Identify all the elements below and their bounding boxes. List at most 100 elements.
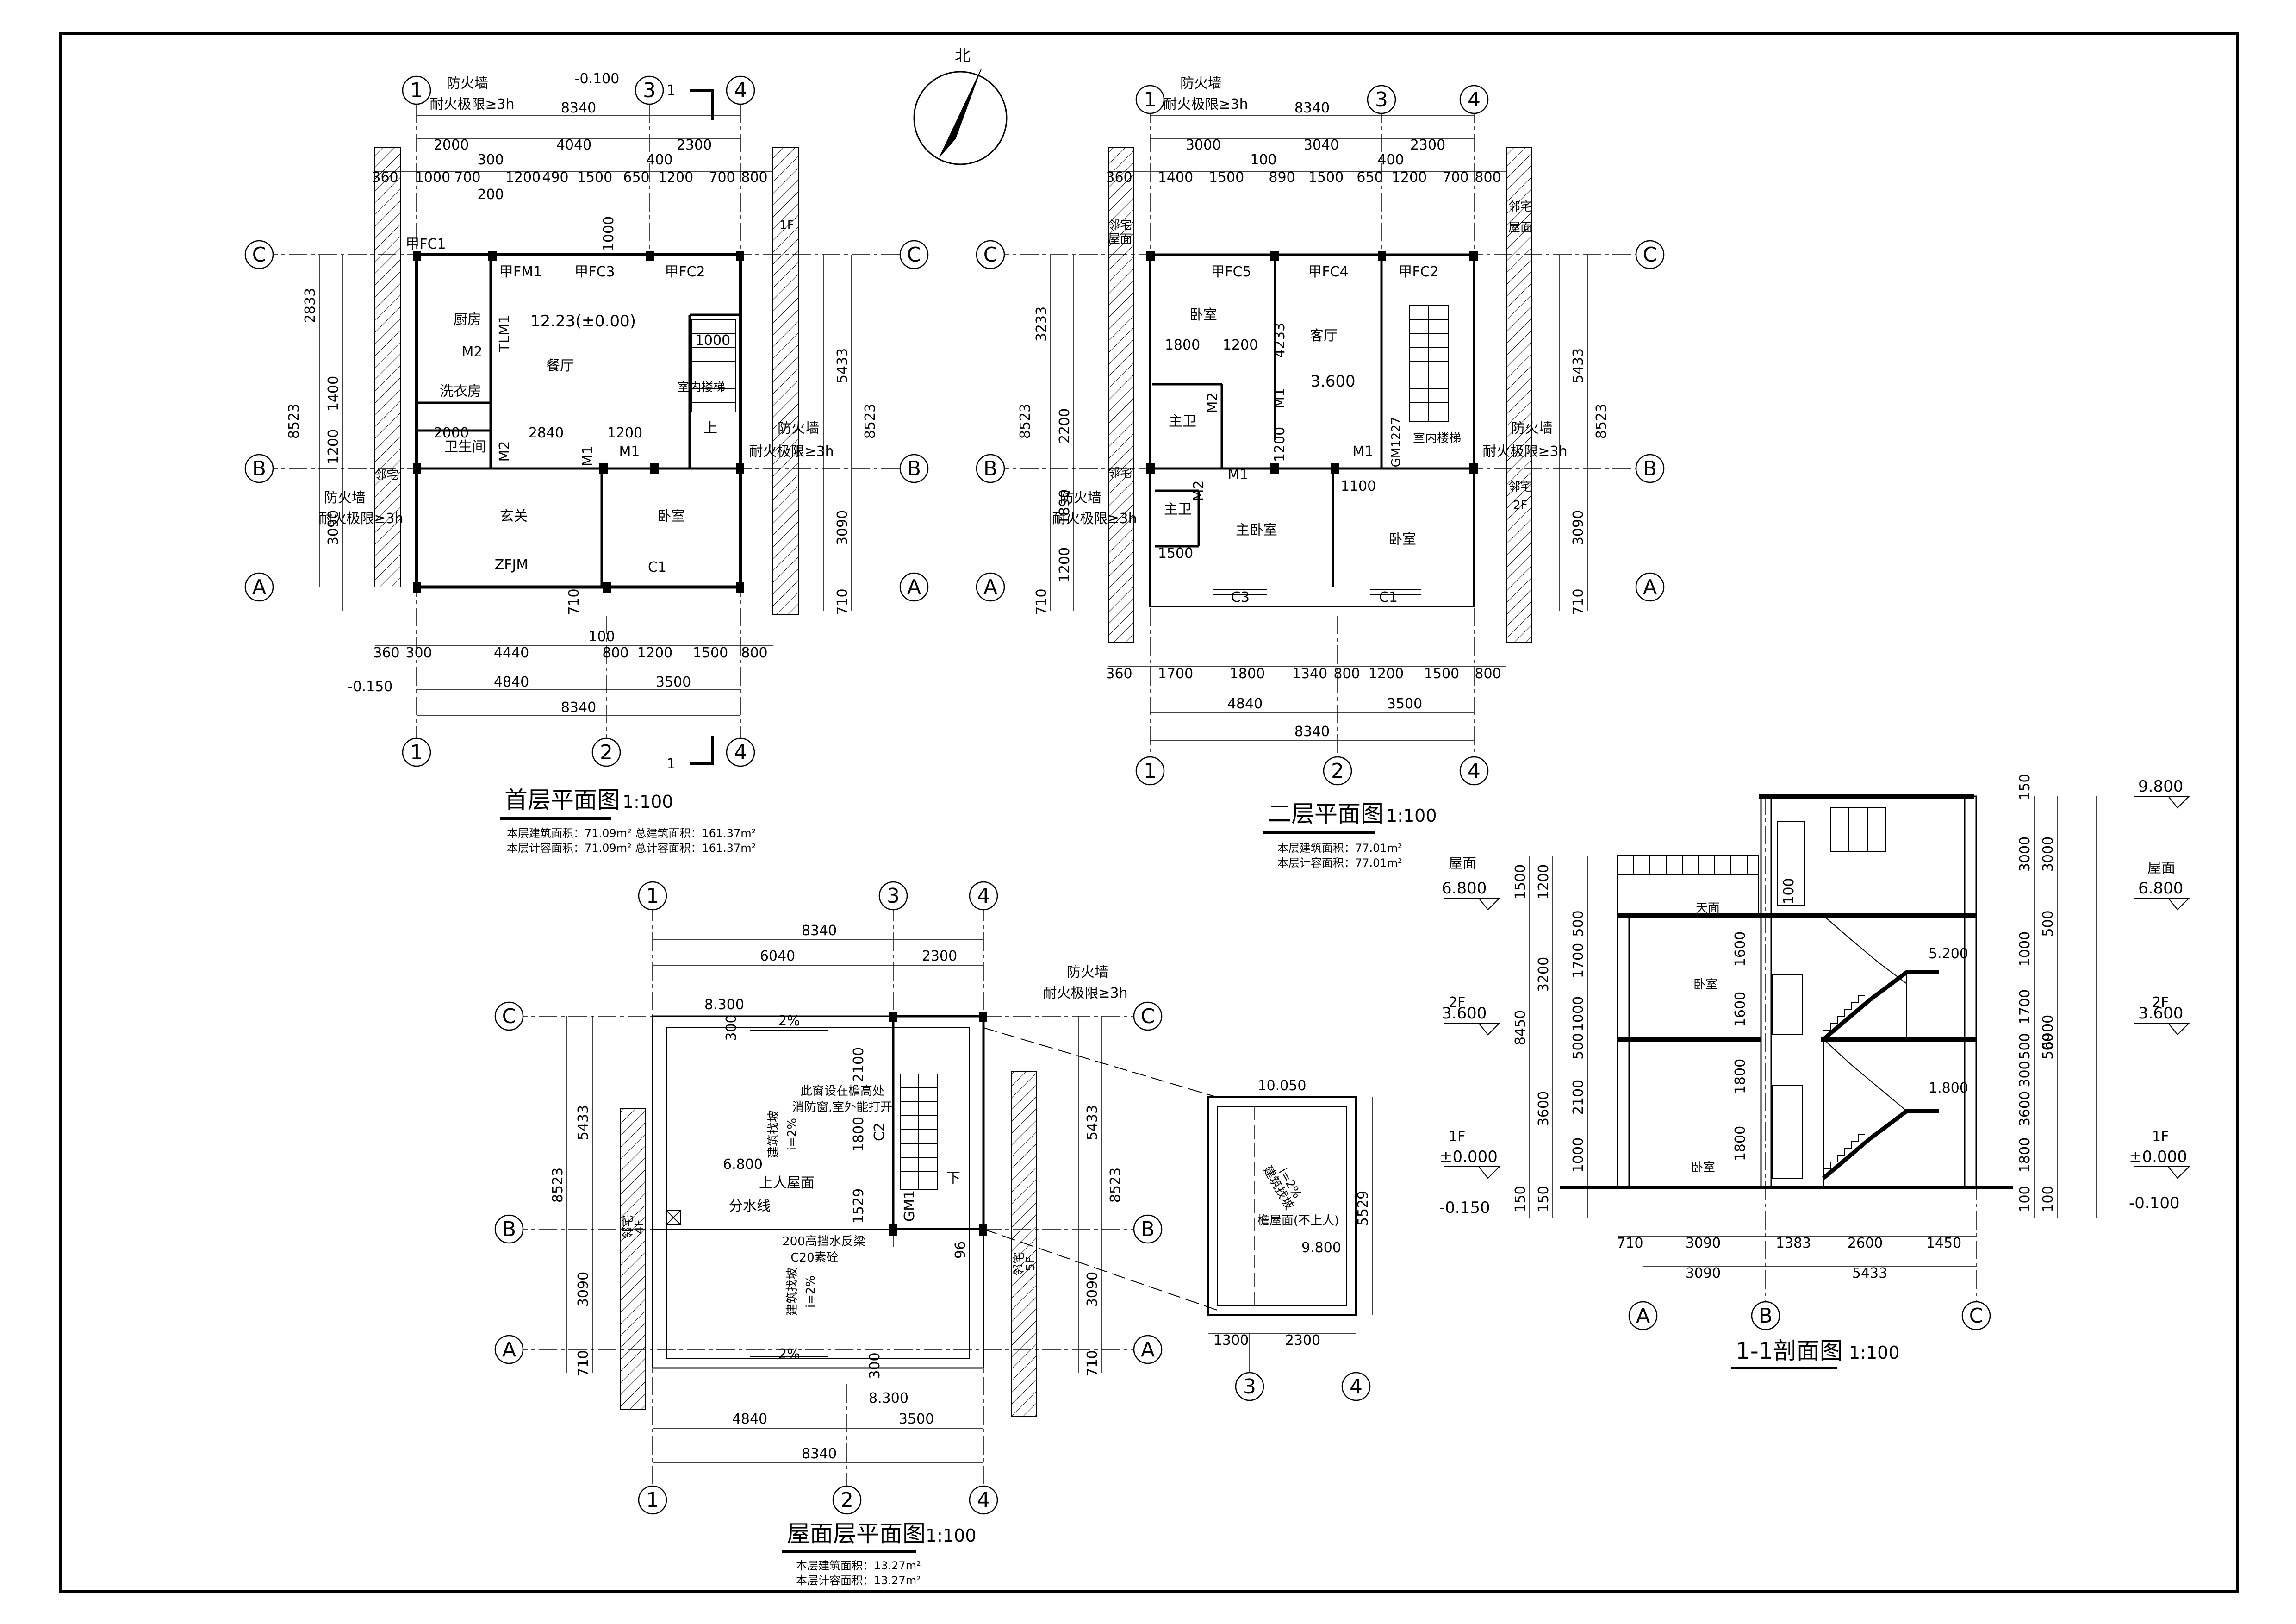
gf-dim-left: 1400: [325, 376, 342, 411]
sf-dim-right: 5433: [1570, 348, 1587, 383]
room-bedroom: 卧室: [1189, 307, 1217, 323]
sf-title: 二层平面图: [1268, 800, 1384, 827]
door-label: M2: [462, 344, 483, 360]
rf-area-1: 本层建筑面积：13.27m²: [796, 1559, 921, 1572]
gf-dim-top: 2000: [434, 137, 469, 153]
room-laundry: 洗衣房: [440, 383, 481, 400]
section-mark: 1: [666, 82, 675, 99]
door-label: 甲FC4: [1308, 264, 1348, 280]
sec-dim-bottom: 1383: [1776, 1235, 1811, 1251]
stair-down: 下: [946, 1170, 960, 1187]
axis-b: B: [907, 457, 921, 481]
gf-dim-row2: 700: [454, 169, 480, 186]
sf-dim-left: 1200: [1057, 547, 1073, 582]
sf-dim-top: 3000: [1186, 137, 1221, 153]
door-label: M1: [580, 446, 596, 467]
axis-a: A: [1141, 1338, 1155, 1362]
sec-dim-right-inner: 1800: [2017, 1137, 2033, 1173]
sf-dim-inner: 1800: [1165, 337, 1200, 353]
ground-floor-plan: 1 3 4 1 2 4 C B A C B A 8340: [245, 71, 928, 855]
gf-dim-bottom: 100: [588, 629, 615, 645]
axis-b: B: [252, 457, 266, 481]
sec-dim-bottom: 2600: [1848, 1235, 1883, 1251]
axis-c: C: [252, 243, 267, 267]
room-living: 客厅: [1310, 328, 1338, 344]
sf-dim-overall-bottom: 8340: [1294, 724, 1330, 740]
door-label: C1: [648, 559, 666, 575]
sec-dim-left-inner: 500: [1570, 910, 1587, 937]
sec-dim-right: 6900: [2040, 1015, 2056, 1050]
axis-c: C: [983, 243, 998, 267]
sec-level-elev: -0.100: [2129, 1194, 2180, 1212]
sec-dim-left-inner: 500: [1570, 1033, 1587, 1059]
room-kitchen: 厨房: [454, 312, 481, 328]
axis-3: 3: [1375, 88, 1388, 112]
sf-elev: 3.600: [1310, 372, 1355, 391]
axis-1: 1: [1144, 759, 1157, 783]
sheet-frame: [60, 33, 2237, 1592]
sf-dim-row2: 1200: [1392, 169, 1427, 186]
neighbor-wall-right: [773, 147, 798, 615]
room-stair: 室内楼梯: [1413, 431, 1461, 445]
rf-label: 建筑找坡: [767, 1110, 781, 1158]
sf-dim-bottom: 1800: [1230, 666, 1265, 682]
sec-dim-right-inner: 500: [2040, 910, 2056, 937]
axis-b: B: [983, 457, 997, 481]
rf-dim-right: 5433: [1084, 1105, 1101, 1140]
gf-dim-small: 300: [477, 152, 504, 168]
sec-dim-inner: 1600: [1732, 931, 1748, 967]
rd-elev-top: 10.050: [1258, 1078, 1307, 1094]
fire-wall-label: 防火墙: [778, 420, 819, 437]
rf-scale: 1:100: [926, 1525, 977, 1546]
axis-3: 3: [887, 884, 900, 908]
section-mark: 1: [666, 756, 675, 772]
room-dining: 餐厅: [546, 358, 574, 374]
sec-level-elev: 3.600: [2138, 1004, 2183, 1023]
rf-label: 分水线: [729, 1198, 771, 1214]
door-label: M2: [1205, 393, 1221, 413]
axis-1: 1: [410, 79, 423, 102]
axis-a: A: [502, 1338, 516, 1362]
gf-dim-right: 8523: [862, 404, 878, 439]
gf-dim-bottom: 800: [602, 645, 628, 661]
sec-dim-left: 3200: [1536, 957, 1552, 992]
neighbor-wall-left: [1108, 147, 1134, 643]
rd-elev-mid: 9.800: [1301, 1240, 1341, 1256]
sf-dim-bottom: 4840: [1227, 696, 1263, 712]
sec-room: 卧室: [1691, 1161, 1715, 1174]
sf-dim-bottom: 360: [1106, 666, 1132, 682]
door-label: 甲FC5: [1211, 264, 1251, 280]
sec-dim-bottom: 5433: [1852, 1265, 1887, 1281]
sec-scale: 1:100: [1849, 1343, 1900, 1363]
sec-dim-bottom: 710: [1617, 1235, 1643, 1251]
sf-dim-inner: 1500: [1158, 545, 1193, 562]
rf-dim-inner: GM1: [902, 1190, 918, 1222]
sec-dim-right-inner: 3000: [2040, 837, 2056, 872]
sf-dim-left: 710: [1033, 588, 1050, 615]
axis-4: 4: [1350, 1375, 1363, 1399]
sf-dim-row2: 1500: [1308, 169, 1344, 186]
axis-c: C: [1643, 243, 1657, 267]
neighbor-wall-right: [1506, 147, 1532, 643]
axis-a: A: [252, 575, 266, 599]
neighbor-wall-right: [1011, 1072, 1037, 1417]
rd-label: 檐屋面(不上人): [1257, 1214, 1339, 1228]
room-master-bedroom: 主卧室: [1236, 522, 1277, 538]
rf-label: 建筑找坡: [785, 1268, 799, 1316]
rf-dim-top: 6040: [760, 948, 795, 964]
sf-scale: 1:100: [1386, 806, 1437, 826]
fire-wall-label: 耐火极限≥3h: [1163, 96, 1248, 112]
sf-dim-inner: 1200: [1272, 427, 1288, 462]
axis-4: 4: [734, 741, 747, 764]
sec-level-elev: 3.600: [1442, 1004, 1487, 1023]
room-bedroom: 卧室: [1388, 531, 1416, 548]
room-stair: 室内楼梯: [677, 381, 725, 394]
axis-2: 2: [1331, 759, 1344, 783]
axis-a: A: [983, 575, 997, 599]
axis-3: 3: [643, 79, 656, 102]
sf-dim-left: 3233: [1033, 306, 1050, 342]
sec-elev-inner: 5.200: [1929, 946, 1968, 962]
sec-dim-left-inner: 1000: [1570, 996, 1587, 1031]
neighbor-label: 邻宅: [1108, 219, 1132, 232]
second-floor-plan: 1 3 4 1 2 4 C B A C B A 8340 300: [977, 75, 1664, 869]
